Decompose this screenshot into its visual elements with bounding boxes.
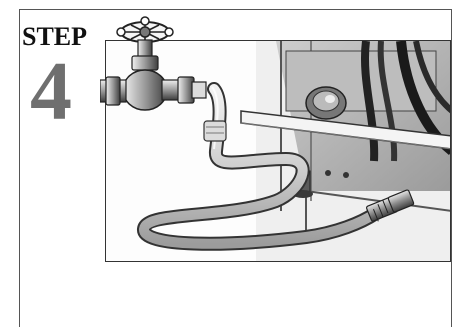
valve-body bbox=[123, 70, 167, 110]
valve-handle[interactable] bbox=[117, 17, 173, 42]
water-valve bbox=[100, 10, 210, 130]
dial-knob bbox=[306, 87, 346, 119]
water-valve-drawing bbox=[100, 10, 210, 130]
step-number: 4 bbox=[30, 50, 72, 134]
